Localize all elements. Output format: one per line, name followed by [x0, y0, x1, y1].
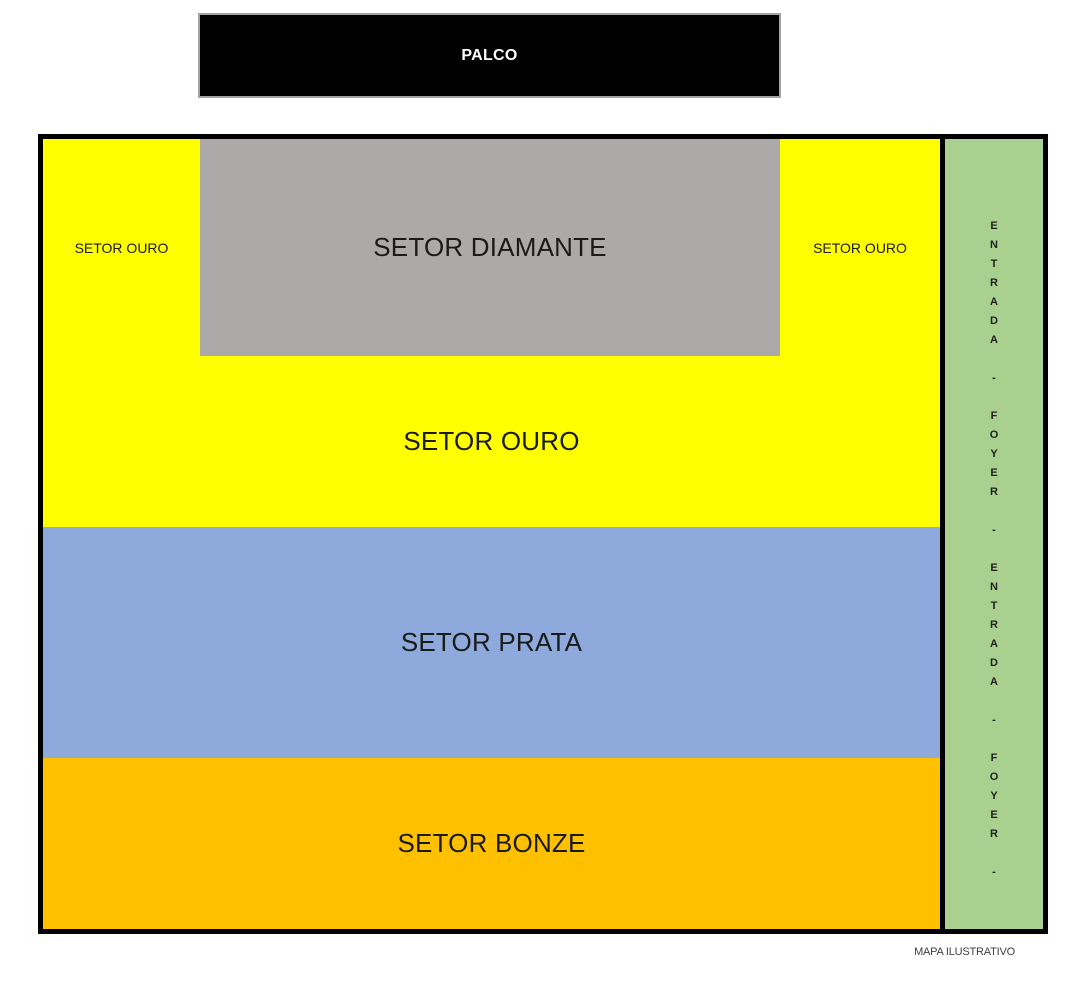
sector-bonze-label: SETOR BONZE — [397, 828, 586, 858]
sector-ouro-right-label: SETOR OURO — [813, 239, 907, 256]
sector-bonze: SETOR BONZE — [43, 758, 940, 929]
sector-ouro-left-label: SETOR OURO — [74, 239, 169, 256]
venue-map: SETOR DIAMANTE SETOR OURO SETOR OURO SET… — [38, 134, 1048, 934]
sector-prata-label: SETOR PRATA — [400, 627, 583, 657]
sector-diamante-label: SETOR DIAMANTE — [373, 232, 607, 262]
entrance-foyer-strip: E N T R A D A - F O Y E R - E N T R A D … — [940, 139, 1043, 929]
stage-label: PALCO — [461, 46, 518, 64]
sector-prata: SETOR PRATA — [43, 527, 940, 758]
illustrative-map-footnote: MAPA ILUSTRATIVO — [914, 946, 1015, 958]
sector-ouro-band: SETOR DIAMANTE SETOR OURO SETOR OURO SET… — [43, 139, 940, 527]
sector-ouro-right-wing: SETOR OURO — [780, 139, 940, 356]
sector-ouro-center: SETOR OURO — [43, 356, 940, 527]
seating-area: SETOR DIAMANTE SETOR OURO SETOR OURO SET… — [43, 139, 940, 929]
sector-ouro-left-wing: SETOR OURO — [43, 139, 200, 356]
sector-diamante: SETOR DIAMANTE — [200, 139, 780, 356]
stage-palco: PALCO — [198, 13, 781, 98]
entrance-foyer-vertical-label: E N T R A D A - F O Y E R - E N T R A D … — [989, 220, 999, 878]
sector-ouro-center-label: SETOR OURO — [403, 426, 580, 456]
